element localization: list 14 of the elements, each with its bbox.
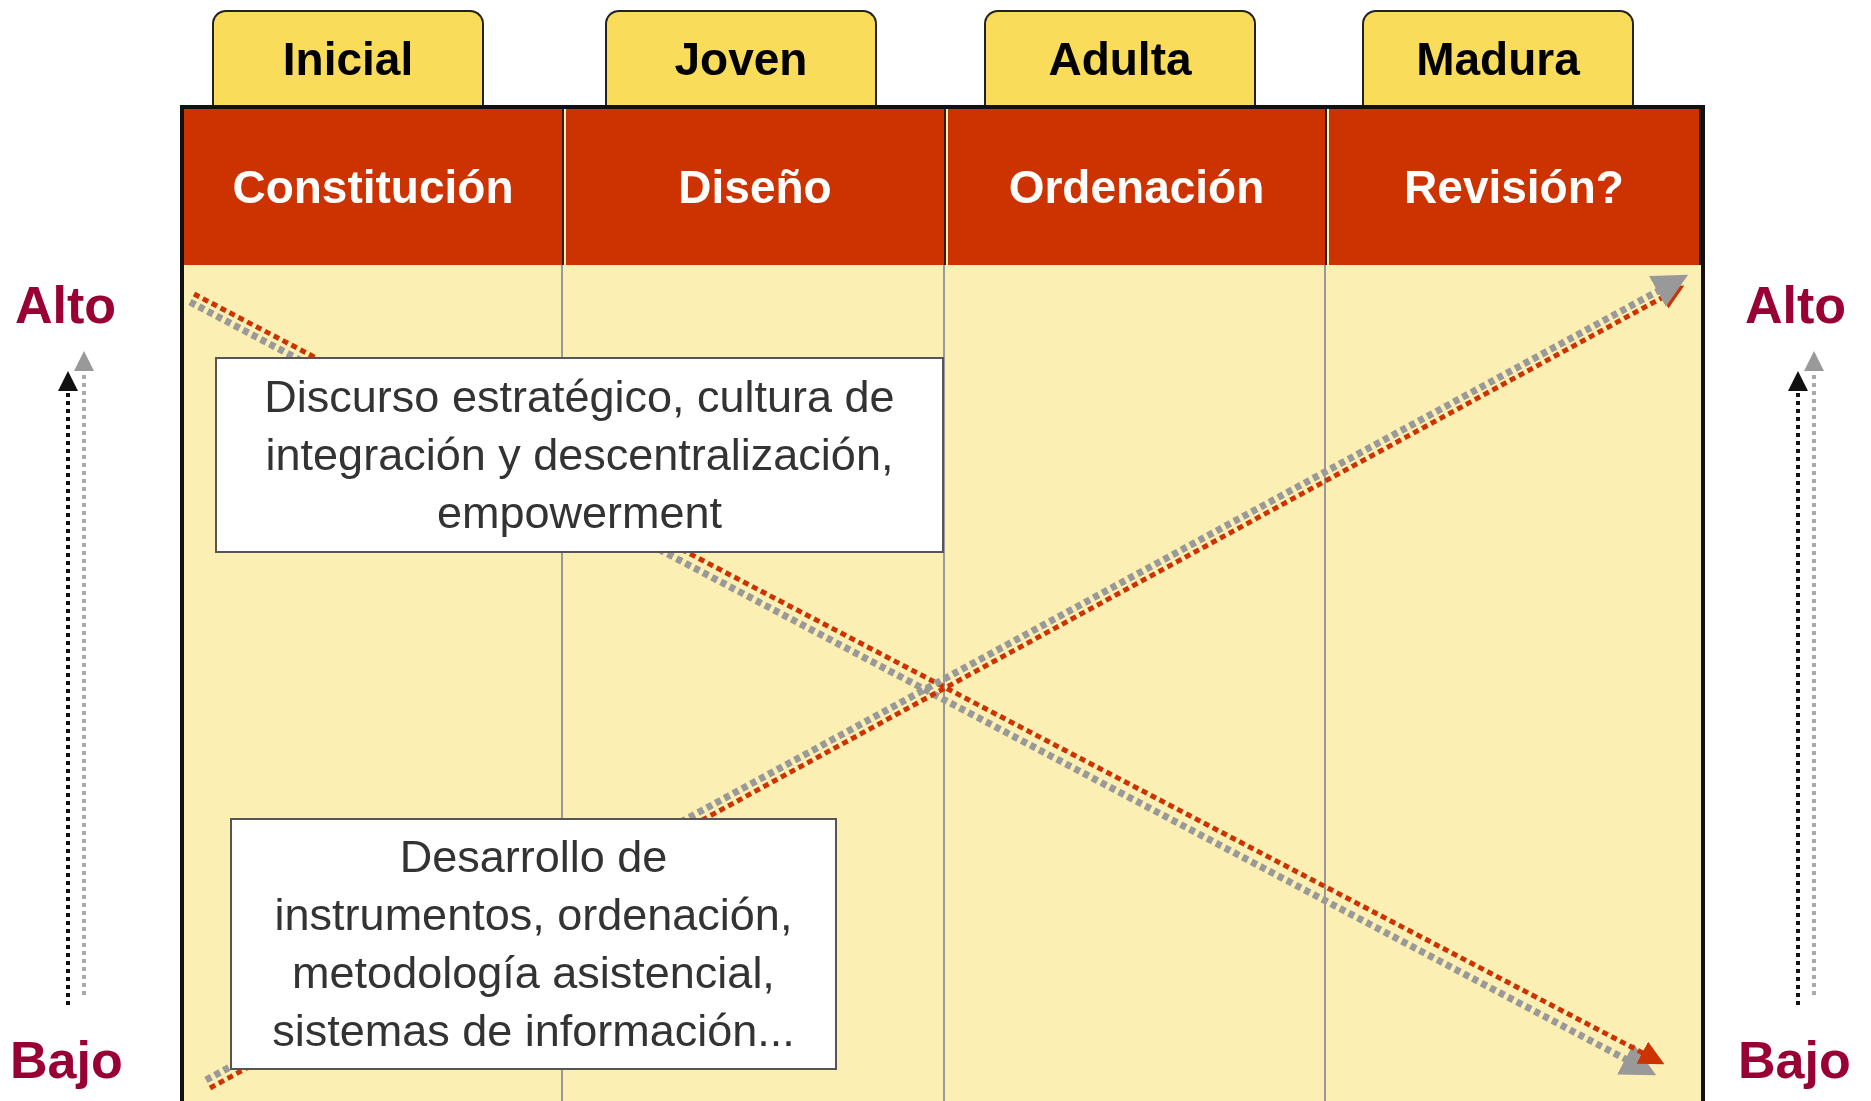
text-box: Discurso estratégico, cultura de integración y descentralización, empowerment [215,357,944,553]
stage-tab: Adulta [984,10,1256,105]
scale-label: Bajo [10,1030,123,1090]
scale-label: Alto [1745,275,1847,335]
scale-label: Bajo [1738,1030,1851,1090]
header-cell: Diseño [566,109,946,265]
header-cell: Ordenación [948,109,1327,265]
stage-tab: Madura [1362,10,1634,105]
stage-tab: Inicial [212,10,484,105]
scale-label: Alto [15,275,117,335]
header-cell: Constitución [184,109,564,265]
text-box: Desarrollo de instrumentos, ordenación, metodología asistencial, sistemas de información... [230,818,837,1070]
stage-tab: Joven [605,10,877,105]
header-cell: Revisión? [1329,109,1701,265]
